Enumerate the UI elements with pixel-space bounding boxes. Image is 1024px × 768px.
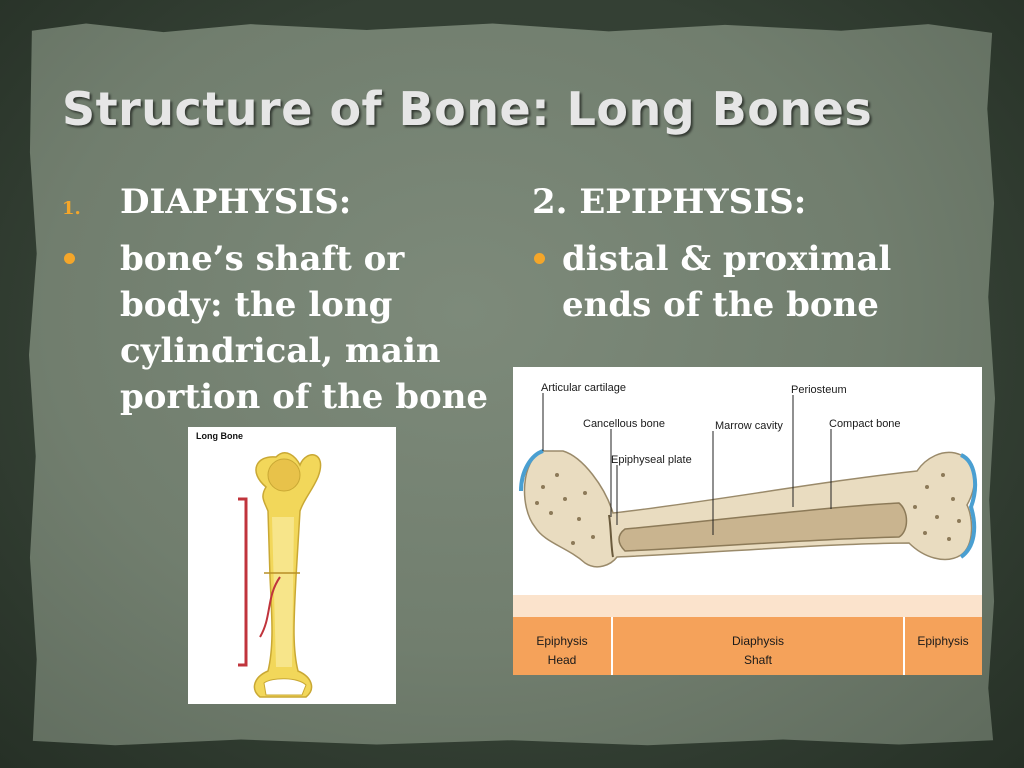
number-marker: 1. (62, 198, 81, 219)
compact-bone-label: Compact bone (829, 418, 901, 430)
band-label: Epiphysis (917, 634, 968, 648)
bullet-dot-right (534, 253, 545, 264)
bullet-line: cylindrical, main (120, 331, 441, 371)
band-label: Shaft (744, 653, 773, 667)
shaft-highlight (272, 517, 294, 667)
long-bone-label: Long Bone (196, 431, 243, 441)
slide-title: Structure of Bone: Long Bones (62, 82, 873, 136)
bullet-line: ends of the bone (562, 285, 879, 325)
bone-outline (523, 450, 976, 568)
marrow-cavity-label: Marrow cavity (715, 420, 783, 432)
femur-head (267, 458, 301, 492)
diaphysis-heading: DIAPHYSIS: (120, 182, 352, 222)
band-label: Diaphysis (732, 634, 784, 648)
bullet-line: portion of the bone (120, 377, 489, 417)
band-label: Head (548, 653, 577, 667)
articular-cartilage-label: Articular cartilage (541, 382, 626, 394)
cartilage-cap (263, 678, 307, 696)
long-bone-illustration: Long Bone (196, 431, 322, 698)
bullet-line: body: the long (120, 285, 393, 325)
bullet-dot-left (64, 253, 75, 264)
bullet-line: bone’s shaft or (120, 239, 405, 279)
epiphyseal-plate-label: Epiphyseal plate (611, 454, 692, 466)
bone-diagram-svg: Epiphysis Head Diaphysis Shaft Epiphysis (513, 382, 982, 675)
leader-lines (542, 393, 832, 535)
periosteum-label: Periosteum (791, 384, 847, 396)
articular-cartilage-left (519, 449, 544, 492)
marrow-cavity-shape (618, 502, 908, 552)
band-fade (513, 595, 982, 617)
long-bone-figure: Long Bone (188, 427, 396, 704)
epiphysis-description: distal & proximal ends of the bone (562, 236, 891, 328)
bullet-line: distal & proximal (562, 239, 892, 279)
spongy-pattern (535, 473, 961, 545)
diaphysis-bracket (238, 497, 248, 667)
epiphyseal-plate-line (608, 514, 614, 558)
bone-diagram: Epiphysis Head Diaphysis Shaft Epiphysis (513, 367, 982, 675)
epiphysis-heading: 2. EPIPHYSIS: (532, 182, 807, 222)
band-label: Epiphysis (536, 634, 587, 648)
artery-line (259, 576, 281, 638)
diaphysis-description: bone’s shaft or body: the long cylindric… (120, 236, 488, 420)
cancellous-bone-label: Cancellous bone (583, 418, 665, 430)
articular-cartilage-right (959, 453, 978, 559)
